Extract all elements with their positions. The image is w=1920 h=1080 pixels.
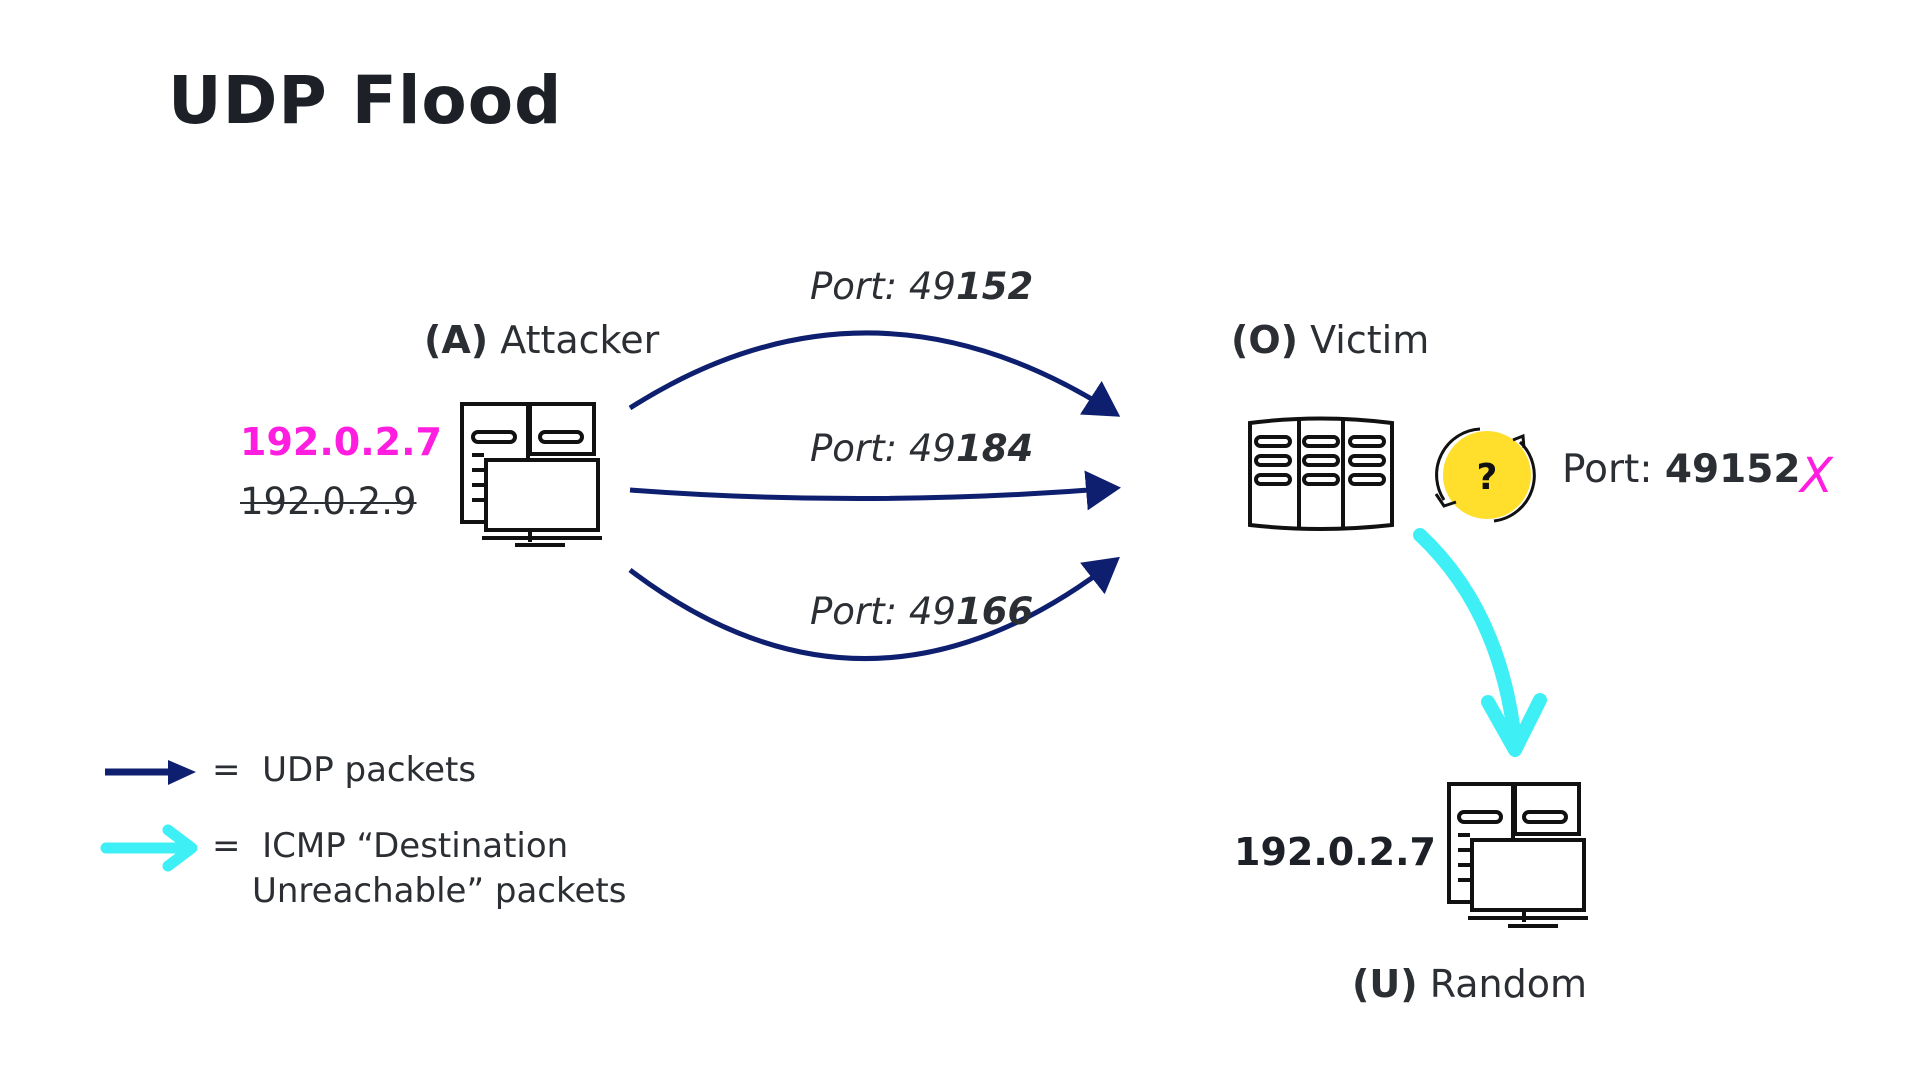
victim-port-label: Port: 49152: [1562, 447, 1801, 492]
icmp-arrow-victim-to-random: [1413, 528, 1547, 757]
random-host-computer-icon: [1447, 782, 1588, 928]
victim-tag: (O): [1231, 318, 1299, 362]
legend-udp-arrow-icon: [105, 760, 196, 785]
legend-item-icmp: = ICMP “Destination Unreachable” packets: [212, 824, 626, 914]
random-host-tag: (U): [1352, 962, 1418, 1006]
port-label-middle: Port: 49184: [810, 427, 1033, 470]
victim-port-prefix: Port:: [1562, 447, 1653, 492]
port-label-bottom: Port: 49166: [810, 590, 1033, 633]
victim-label: (O) Victim: [1231, 318, 1429, 362]
attacker-tag: (A): [424, 318, 489, 362]
reject-x-icon: X: [1800, 448, 1833, 504]
random-host-name: Random: [1429, 962, 1588, 1006]
legend-udp-label: UDP packets: [262, 750, 477, 790]
port-suffix: 166: [955, 590, 1034, 633]
random-host-ip: 192.0.2.7: [1234, 830, 1436, 874]
port-suffix: 152: [955, 265, 1034, 308]
real-ip-struck: 192.0.2.9: [240, 480, 417, 523]
legend-icmp-arrow-icon: [100, 824, 198, 872]
port-prefix: Port: 49: [810, 265, 956, 308]
legend-item-udp: = UDP packets: [212, 748, 476, 793]
question-refresh-icon: ?: [1434, 427, 1536, 523]
port-label-top: Port: 49152: [810, 265, 1033, 308]
port-prefix: Port: 49: [810, 590, 956, 633]
attacker-name: Attacker: [500, 318, 660, 362]
victim-server-icon: [1248, 416, 1394, 531]
port-suffix: 184: [955, 427, 1034, 470]
spoofed-ip: 192.0.2.7: [240, 420, 442, 464]
port-prefix: Port: 49: [810, 427, 956, 470]
question-mark: ?: [1477, 457, 1498, 498]
udp-arrow-port-49184: [629, 470, 1121, 511]
legend-equals: =: [212, 826, 241, 866]
udp-arrow-port-49152: [628, 330, 1121, 417]
legend-icmp-label-line2: Unreachable” packets: [252, 871, 627, 911]
victim-name: Victim: [1310, 318, 1430, 362]
victim-port-value: 49152: [1664, 447, 1801, 492]
legend-equals: =: [212, 750, 241, 790]
attacker-label: (A) Attacker: [424, 318, 659, 362]
attacker-computer-icon: [460, 402, 602, 547]
page-title: UDP Flood: [168, 62, 563, 139]
udp-arrow-port-49166: [628, 556, 1120, 661]
random-host-label: (U) Random: [1352, 962, 1587, 1006]
legend-icmp-label-line1: ICMP “Destination: [262, 826, 569, 866]
